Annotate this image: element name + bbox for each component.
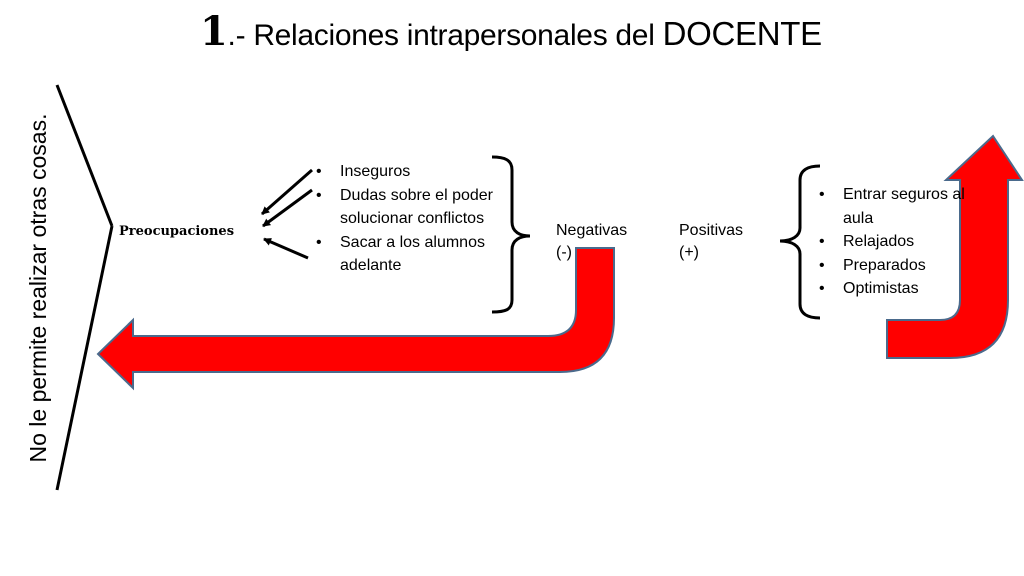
list-item: Dudas sobre el poder solucionar conflict… — [316, 184, 496, 231]
page-title: 1.- Relaciones intrapersonales del DOCEN… — [200, 8, 860, 55]
side-text: No le permite realizar otras cosas. — [25, 113, 51, 463]
positives-list: Entrar seguros al aula Relajados Prepara… — [819, 183, 989, 301]
bracket-line-upper — [55, 84, 114, 227]
arrow-inseguros — [261, 168, 313, 216]
list-item: Sacar a los alumnos adelante — [316, 231, 496, 278]
negatives-sign: (-) — [556, 244, 572, 261]
positives-label: Positivas (+) — [679, 220, 743, 264]
list-item: Inseguros — [316, 160, 496, 184]
brace-negatives — [491, 155, 531, 314]
title-number: 1 — [200, 8, 228, 55]
center-label: Preocupaciones — [119, 224, 235, 239]
list-item: Optimistas — [819, 277, 989, 301]
brace-positives — [779, 164, 821, 320]
arrow-sacar — [263, 237, 309, 260]
negatives-list: Inseguros Dudas sobre el poder soluciona… — [316, 160, 496, 278]
positives-label-text: Positivas — [679, 222, 744, 239]
list-item: Relajados — [819, 230, 989, 254]
title-separator: .- — [227, 19, 254, 52]
red-arrow-left — [96, 247, 615, 391]
list-item: Entrar seguros al aula — [819, 183, 989, 230]
negatives-label: Negativas (-) — [556, 220, 627, 264]
positives-sign: (+) — [679, 244, 699, 261]
list-item: Preparados — [819, 254, 989, 278]
arrow-dudas — [262, 188, 313, 228]
title-text: Relaciones intrapersonales del — [253, 19, 663, 52]
negatives-label-text: Negativas — [556, 222, 628, 239]
bracket-line-lower — [55, 225, 114, 491]
title-emphasis: DOCENTE — [662, 15, 823, 52]
